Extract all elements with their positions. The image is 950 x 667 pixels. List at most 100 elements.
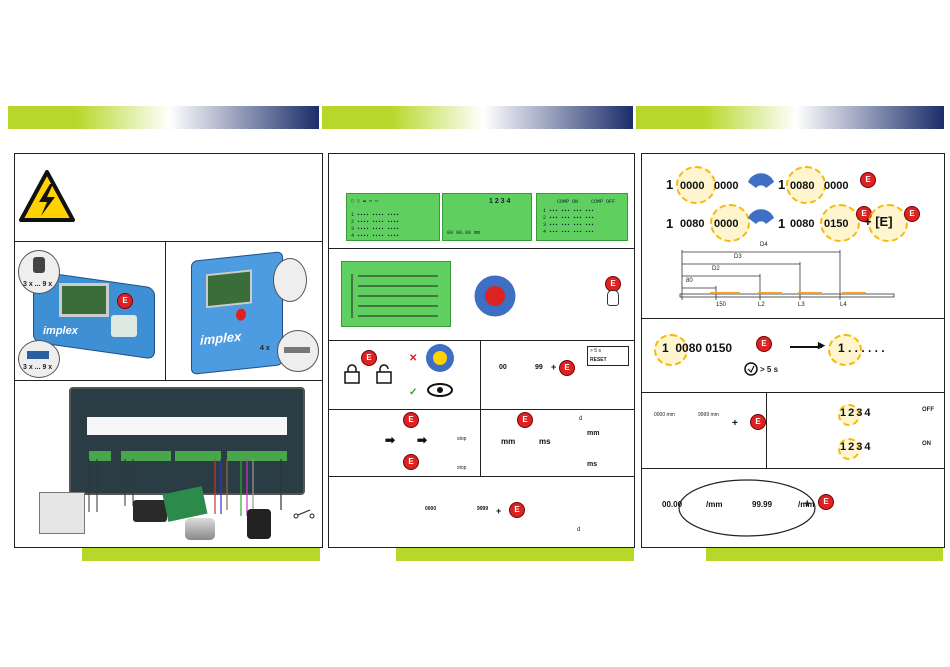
row1-right-a: 0080 bbox=[790, 180, 815, 192]
row1-left-a: 0000 bbox=[680, 180, 705, 192]
row2-right-index: 1 bbox=[778, 216, 786, 231]
on-digits: 1234 bbox=[840, 441, 873, 453]
device-e-key: E bbox=[117, 293, 133, 309]
sensor-image bbox=[185, 518, 215, 540]
terminal-block-3 bbox=[175, 451, 221, 461]
range-low: 0000 bbox=[425, 506, 437, 512]
lcd-screen-lengths: ▯ ▯ ▬ ▭ ▭ 1 ▪▪▪▪ ▪▪▪▪ ▪▪▪▪2 ▪▪▪▪ ▪▪▪▪ ▪▪… bbox=[346, 193, 440, 241]
pulse-e-button: E bbox=[818, 494, 834, 510]
dim-80: 80 bbox=[686, 278, 693, 284]
stop-label-2: stop bbox=[457, 465, 467, 471]
wiring-diagram bbox=[88, 459, 282, 516]
device-lcd bbox=[59, 283, 109, 317]
reset-box: > 5 s RESET bbox=[587, 346, 629, 366]
pulse-loop-diagram bbox=[678, 479, 816, 537]
row2-left-a: 0080 bbox=[680, 218, 705, 230]
dim-d4: D4 bbox=[760, 242, 768, 248]
row1-right-index: 1 bbox=[778, 177, 786, 192]
mount-screw-detail bbox=[277, 330, 319, 372]
terminal-block-1 bbox=[89, 451, 111, 461]
divider-v1 bbox=[165, 241, 166, 380]
panel-programming: ▯ ▯ ▬ ▭ ▭ 1 ▪▪▪▪ ▪▪▪▪ ▪▪▪▪2 ▪▪▪▪ ▪▪▪▪ ▪▪… bbox=[328, 153, 635, 548]
reset-right: 1 . . . . . . bbox=[838, 341, 885, 355]
lcd-navigation bbox=[341, 261, 451, 327]
navigation-wheel-icon bbox=[471, 272, 519, 320]
counter-e-button: E bbox=[559, 360, 575, 376]
row1-e-button: E bbox=[860, 172, 876, 188]
range-plus: + bbox=[496, 506, 502, 516]
row2-left-index: 1 bbox=[666, 216, 674, 231]
p3-range-high: 9999 mm bbox=[698, 412, 719, 418]
on-digit-1: 1 bbox=[840, 441, 849, 453]
off-digits: 1234 bbox=[840, 407, 873, 419]
unlock-icon bbox=[376, 364, 392, 384]
encoder-image bbox=[247, 509, 271, 539]
cross-icon: ✕ bbox=[409, 353, 418, 364]
highlight-burst-4 bbox=[820, 204, 860, 242]
off-digit-2: 2 bbox=[848, 407, 857, 419]
row2-left-b: 0000 bbox=[714, 218, 739, 230]
reset-time: > 5 s bbox=[590, 348, 601, 354]
pulse-unit-2: /mm bbox=[798, 500, 815, 509]
range-high: 9999 bbox=[477, 506, 489, 512]
digit-burst-2 bbox=[838, 438, 860, 460]
valve-image bbox=[133, 500, 167, 522]
header-band-1 bbox=[8, 106, 319, 129]
clock-icon bbox=[744, 362, 758, 376]
count-high: 99 bbox=[535, 364, 543, 371]
up-key-icon-1 bbox=[748, 173, 774, 188]
check-icon: ✓ bbox=[409, 387, 418, 398]
header-band-2 bbox=[322, 106, 633, 129]
arrow-head: ▶ bbox=[818, 340, 825, 350]
count-low: 00 bbox=[499, 364, 507, 371]
graph-ms: ms bbox=[587, 461, 598, 468]
plus-sign: + bbox=[551, 362, 557, 372]
footer-band-3 bbox=[706, 548, 943, 561]
on-digit-4: 4 bbox=[864, 441, 873, 453]
transformer-image bbox=[39, 492, 85, 534]
dpad-icon bbox=[426, 344, 454, 372]
stop-e-button-top: E bbox=[403, 412, 419, 428]
hand-icon bbox=[607, 290, 619, 306]
divider-h2 bbox=[15, 380, 322, 381]
reset-time-label: > 5 s bbox=[760, 365, 779, 374]
p3-range-plus: + bbox=[732, 418, 738, 429]
range-e-button: E bbox=[509, 502, 525, 518]
footer-band-1 bbox=[82, 548, 320, 561]
dim-d2: D2 bbox=[712, 266, 720, 272]
arrow-line bbox=[790, 346, 822, 348]
on-label: ON bbox=[922, 441, 931, 447]
p3-range-low: 0000 mm bbox=[654, 412, 675, 418]
reset-left: 1 0080 0150 bbox=[662, 341, 733, 355]
enter-label: + [E] bbox=[864, 214, 893, 229]
pulse-plus: + bbox=[804, 498, 811, 510]
reset-e-button: E bbox=[756, 336, 772, 352]
stop-label-1: stop bbox=[457, 436, 467, 442]
segment-l4: L4 bbox=[840, 302, 847, 308]
arrow-right: ➡ bbox=[417, 433, 428, 447]
lcd2-value: 00 00.00 mm bbox=[447, 230, 481, 236]
graph-d: d bbox=[579, 416, 583, 422]
range-d: d bbox=[577, 527, 581, 533]
high-voltage-warning-icon bbox=[19, 170, 75, 222]
digit-burst-1 bbox=[838, 404, 860, 426]
on-digit-2: 2 bbox=[848, 441, 857, 453]
segment-l2: L2 bbox=[758, 302, 765, 308]
brand-logo-small: implex bbox=[43, 325, 78, 337]
highlight-burst-1 bbox=[676, 166, 716, 204]
up-key-icon-2 bbox=[748, 209, 774, 224]
row1-left-index: 1 bbox=[666, 177, 674, 192]
lcd3-header-off: COMP OFF bbox=[591, 199, 616, 205]
device-keypad bbox=[111, 315, 137, 337]
mount-clip-detail bbox=[273, 258, 307, 302]
device-front-view: E implex bbox=[33, 267, 157, 363]
off-digit-4: 4 bbox=[864, 407, 873, 419]
terminal-block-4 bbox=[227, 451, 287, 461]
pulse-low: 00.00 bbox=[662, 500, 683, 509]
highlight-burst-2 bbox=[786, 166, 826, 204]
screw-label-top: 3 x ... 9 x bbox=[23, 281, 53, 288]
reset-label: RESET bbox=[590, 357, 607, 363]
lock-icon bbox=[344, 364, 360, 384]
screw-detail-top bbox=[18, 250, 60, 294]
lcd2-digits: 1 2 3 4 bbox=[489, 198, 511, 205]
